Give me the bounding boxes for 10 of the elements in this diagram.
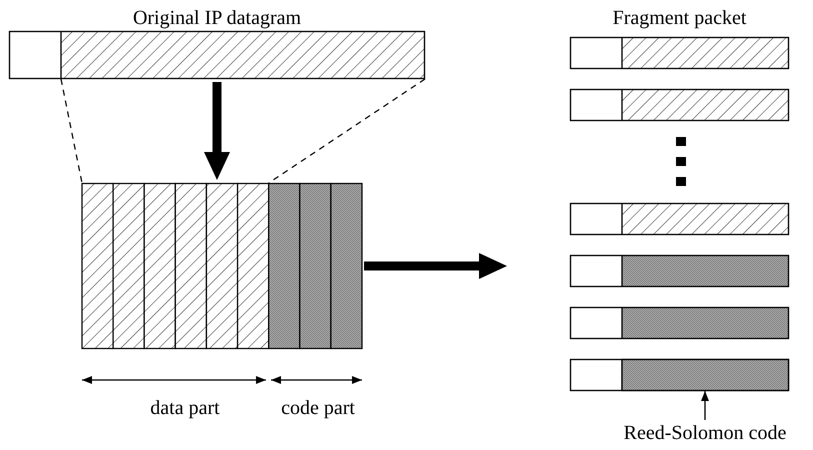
projection-line xyxy=(60,78,83,184)
block-arrow xyxy=(204,82,230,180)
heading: Original IP datagram xyxy=(132,6,302,31)
dimension-label: code part xyxy=(280,396,356,420)
dimension-label: data part xyxy=(149,396,221,420)
heading: Fragment packet xyxy=(612,6,746,31)
projection-line xyxy=(268,78,426,184)
leader-line xyxy=(701,391,709,420)
block-arrow xyxy=(364,253,507,279)
callout-text: Reed-Solomon code xyxy=(620,420,790,446)
